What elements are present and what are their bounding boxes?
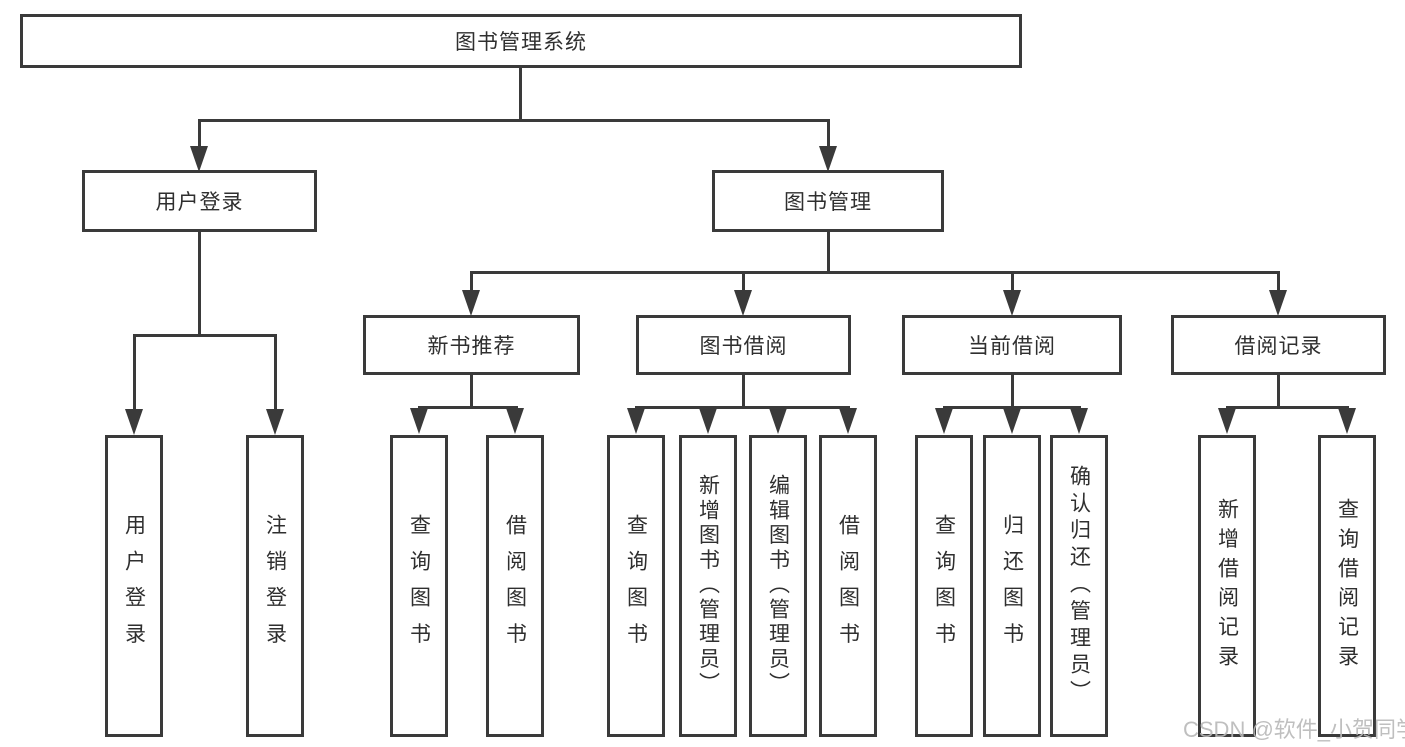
connector-line: [470, 271, 1280, 274]
leaf-query-books-current: 查询图书: [915, 435, 973, 737]
arrow-down-icon: [935, 408, 953, 434]
leaf-add-books-admin-label: 新增图书（管理员）: [696, 474, 720, 698]
arrow-down-icon: [839, 408, 857, 434]
leaf-return-books-label: 归还图书: [1000, 513, 1024, 659]
leaf-query-books-borrow: 查询图书: [607, 435, 665, 737]
node-user-login-label: 用户登录: [155, 191, 244, 214]
node-book-management: 图书管理: [712, 170, 944, 232]
leaf-borrow-books-recommend: 借阅图书: [486, 435, 544, 737]
leaf-user-login-label: 用户登录: [122, 513, 146, 659]
leaf-borrow-books: 借阅图书: [819, 435, 877, 737]
arrow-down-icon: [1338, 408, 1356, 434]
arrow-down-icon: [506, 408, 524, 434]
leaf-edit-books-admin-label: 编辑图书（管理员）: [766, 474, 790, 698]
leaf-add-borrow-record: 新增借阅记录: [1198, 435, 1256, 737]
leaf-query-books-recommend-label: 查询图书: [407, 513, 431, 659]
connector-line: [943, 406, 1081, 409]
arrow-down-icon: [1269, 290, 1287, 316]
watermark: CSDN @软件_小贺同学: [1183, 717, 1405, 742]
node-new-book-recommend-label: 新书推荐: [427, 335, 516, 358]
node-current-borrow-label: 当前借阅: [968, 335, 1056, 358]
leaf-confirm-return-admin: 确认归还（管理员）: [1050, 435, 1108, 737]
connector-line: [742, 375, 745, 408]
arrow-down-icon: [410, 408, 428, 434]
connector-line: [133, 334, 277, 337]
node-borrow-records: 借阅记录: [1171, 315, 1386, 375]
leaf-query-books-borrow-label: 查询图书: [624, 513, 648, 659]
connector-line: [742, 271, 745, 292]
arrow-down-icon: [125, 409, 143, 435]
node-current-borrow: 当前借阅: [902, 315, 1122, 375]
leaf-query-books-recommend: 查询图书: [390, 435, 448, 737]
arrow-down-icon: [1003, 408, 1021, 434]
connector-line: [274, 334, 277, 411]
arrow-down-icon: [699, 408, 717, 434]
node-book-borrow-label: 图书借阅: [699, 335, 788, 358]
leaf-query-borrow-record-label: 查询借阅记录: [1335, 497, 1359, 675]
node-borrow-records-label: 借阅记录: [1234, 335, 1323, 358]
arrow-down-icon: [462, 290, 480, 316]
arrow-down-icon: [734, 290, 752, 316]
leaf-logout: 注销登录: [246, 435, 304, 737]
node-new-book-recommend: 新书推荐: [363, 315, 580, 375]
leaf-logout-label: 注销登录: [263, 513, 287, 659]
connector-line: [1011, 375, 1014, 408]
connector-line: [1011, 271, 1014, 292]
connector-line: [827, 232, 830, 273]
connector-line: [198, 232, 201, 336]
leaf-return-books: 归还图书: [983, 435, 1041, 737]
connector-line: [198, 119, 830, 122]
connector-line: [1226, 406, 1349, 409]
leaf-borrow-books-recommend-label: 借阅图书: [503, 513, 527, 659]
arrow-down-icon: [190, 146, 208, 172]
node-root: 图书管理系统: [20, 14, 1022, 68]
leaf-user-login: 用户登录: [105, 435, 163, 737]
arrow-down-icon: [1218, 408, 1236, 434]
leaf-borrow-books-label: 借阅图书: [836, 513, 860, 659]
node-root-label: 图书管理系统: [455, 31, 587, 54]
leaf-query-books-current-label: 查询图书: [932, 513, 956, 659]
connector-line: [470, 271, 473, 292]
arrow-down-icon: [627, 408, 645, 434]
node-book-borrow: 图书借阅: [636, 315, 851, 375]
connector-line: [418, 406, 518, 409]
leaf-edit-books-admin: 编辑图书（管理员）: [749, 435, 807, 737]
connector-line: [198, 119, 201, 147]
arrow-down-icon: [769, 408, 787, 434]
connector-line: [635, 406, 850, 409]
arrow-down-icon: [1003, 290, 1021, 316]
connector-line: [827, 119, 830, 147]
connector-line: [1277, 271, 1280, 292]
connector-line: [133, 334, 136, 411]
leaf-add-books-admin: 新增图书（管理员）: [679, 435, 737, 737]
node-user-login: 用户登录: [82, 170, 317, 232]
connector-line: [519, 68, 522, 120]
leaf-confirm-return-admin-label: 确认归还（管理员）: [1067, 465, 1091, 707]
arrow-down-icon: [266, 409, 284, 435]
leaf-add-borrow-record-label: 新增借阅记录: [1215, 497, 1239, 675]
connector-line: [470, 375, 473, 408]
connector-line: [1277, 375, 1280, 408]
arrow-down-icon: [819, 146, 837, 172]
node-book-management-label: 图书管理: [784, 191, 872, 214]
leaf-query-borrow-record: 查询借阅记录: [1318, 435, 1376, 737]
arrow-down-icon: [1070, 408, 1088, 434]
